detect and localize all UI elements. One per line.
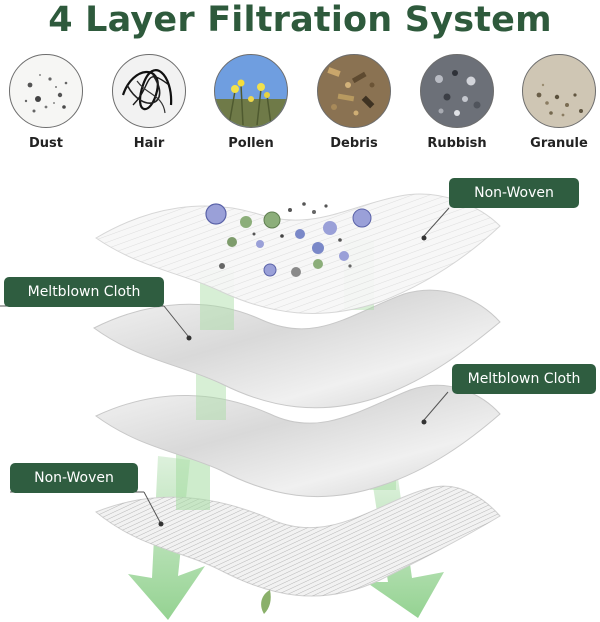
- particle-dust: Dust: [6, 54, 86, 151]
- particle-label: Rubbish: [427, 136, 487, 151]
- layer-meltblown-upper: [93, 289, 501, 409]
- layer-non-woven-bottom: [95, 485, 501, 597]
- layer-tag-non-woven-bottom: Non-Woven: [10, 463, 138, 493]
- page-title: 4 Layer Filtration System: [48, 0, 552, 40]
- hair-icon: [112, 54, 186, 128]
- captured-particles: [205, 202, 372, 277]
- pollen-icon: [214, 54, 288, 128]
- particle-rubbish: Rubbish: [417, 54, 497, 151]
- debris-icon: [317, 54, 391, 128]
- particle-hair: Hair: [109, 54, 189, 151]
- particle-label: Granule: [530, 136, 588, 151]
- rubbish-icon: [420, 54, 494, 128]
- layer-tag-meltblown-lower: Meltblown Cloth: [452, 364, 596, 394]
- layer-tag-non-woven-top: Non-Woven: [449, 178, 579, 208]
- granule-icon: [522, 54, 596, 128]
- particle-label: Debris: [330, 136, 378, 151]
- particle-label: Pollen: [228, 136, 274, 151]
- particle-pollen: Pollen: [211, 54, 291, 151]
- particle-granule: Granule: [519, 54, 599, 151]
- layer-non-woven-top: [95, 193, 501, 314]
- leaf-icon: [261, 590, 271, 614]
- particle-label: Dust: [29, 136, 63, 151]
- layer-meltblown-lower: [95, 384, 501, 498]
- particle-debris: Debris: [314, 54, 394, 151]
- layer-tag-meltblown-upper: Meltblown Cloth: [4, 277, 164, 307]
- dust-icon: [9, 54, 83, 128]
- particle-label: Hair: [133, 136, 165, 151]
